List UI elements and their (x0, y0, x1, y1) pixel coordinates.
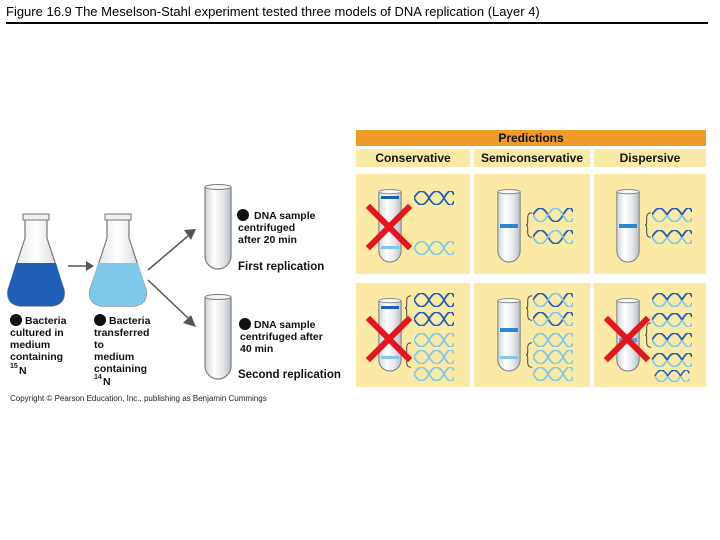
conservative-second-prediction (378, 293, 454, 381)
panel-semiconservative-first (474, 174, 590, 274)
light-band (381, 246, 399, 249)
predictions-header: Predictions (498, 131, 564, 145)
step-3-line-2: centrifuged (238, 222, 295, 234)
step-2-line-4: medium (94, 351, 134, 363)
result-tube-second (204, 294, 232, 380)
step-2-line-5: containing (94, 363, 147, 375)
panel-conservative-first (356, 174, 470, 274)
light-band (381, 356, 399, 359)
figure-title: Figure 16.9 The Meselson-Stahl experimen… (6, 4, 540, 19)
step-3-label: 3 DNA sample centrifuged after 20 min (237, 209, 316, 246)
model-header-dispersive (594, 149, 706, 167)
conservative-first-prediction (378, 188, 454, 263)
step-4-number: 4 (242, 320, 247, 330)
reject-x-dispersive-second (603, 315, 651, 363)
step-1-line-2: cultured in (10, 327, 64, 339)
transfer-arrow (68, 261, 94, 271)
step-2-line-3: to (94, 339, 104, 351)
reject-x-conservative-second (365, 315, 413, 363)
hybrid-band (500, 328, 518, 332)
step-1-number: 1 (13, 316, 18, 326)
step-3-number: 3 (240, 211, 245, 221)
step-1-line-1: Bacteria (25, 315, 67, 327)
step-4-line-1: DNA sample (254, 319, 316, 331)
second-replication-label: Second replication (238, 369, 341, 381)
first-replication-label: First replication (238, 261, 324, 273)
flask-14n (89, 213, 147, 307)
step-1-line-3: medium (10, 339, 50, 351)
step-4-line-3: 40 min (240, 343, 273, 355)
arrow-to-first-tube (147, 229, 196, 271)
flask-15n (7, 213, 65, 307)
dispersive-first-prediction (616, 188, 692, 263)
step-2-isotope-symbol: N (103, 376, 111, 388)
step-4-line-2: centrifuged after (240, 331, 323, 343)
model-header-semiconservative (474, 149, 590, 167)
step-2-label: 2 Bacteria transferred to medium contain… (94, 314, 151, 388)
step-1-line-4: containing (10, 351, 63, 363)
panel-conservative-second (356, 283, 470, 387)
model-header-conservative (356, 149, 470, 167)
result-tube-first (204, 184, 232, 270)
step-1-label: 1 Bacteria cultured in medium containing… (10, 314, 67, 377)
heavy-band (381, 196, 399, 199)
semiconservative-second-prediction (497, 293, 573, 381)
model-label-conservative: Conservative (375, 151, 451, 165)
step-1-isotope-symbol: N (19, 365, 27, 377)
panel-dispersive-second (594, 283, 706, 387)
model-label-semiconservative: Semiconservative (481, 151, 583, 165)
copyright-notice: Copyright © Pearson Education, Inc., pub… (10, 394, 267, 403)
panel-dispersive-first (594, 174, 706, 274)
hybrid-band (500, 224, 518, 228)
arrow-to-second-tube (147, 279, 196, 327)
step-3-line-1: DNA sample (254, 210, 316, 222)
semiconservative-first-prediction (497, 188, 573, 263)
hybrid-band (619, 224, 637, 228)
light-medium-liquid (89, 263, 147, 306)
step-2-line-1: Bacteria (109, 315, 151, 327)
heavy-medium-liquid (7, 263, 65, 306)
step-2-line-2: transferred (94, 327, 149, 339)
reject-x-conservative-first (365, 203, 413, 251)
step-1-isotope-mass: 15 (10, 363, 18, 370)
model-label-dispersive: Dispersive (620, 151, 681, 165)
predictions-header-bar (356, 130, 706, 146)
step-2-number: 2 (97, 316, 102, 326)
step-2-isotope-mass: 14 (94, 374, 102, 381)
panel-semiconservative-second (474, 283, 590, 387)
step-4-label: 4 DNA sample centrifuged after 40 min (239, 318, 323, 355)
light-band (500, 356, 518, 359)
heavy-band (381, 306, 399, 309)
title-divider (6, 22, 708, 24)
step-3-line-3: after 20 min (238, 234, 297, 246)
